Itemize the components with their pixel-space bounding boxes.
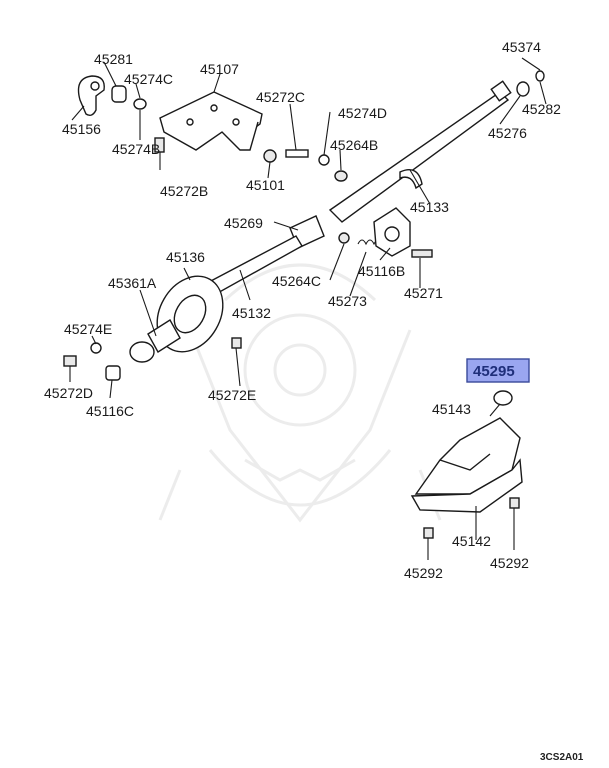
screw-45292-left [423,527,434,539]
bolt-45272c [285,149,309,158]
joint-yoke [129,341,155,363]
clamp-bore [384,226,400,242]
clip-45116c [105,365,121,381]
washer-45274d [318,154,330,166]
label-45274e[interactable]: 45274E [64,321,112,337]
label-45295[interactable]: 45295 [473,363,515,380]
label-45276[interactable]: 45276 [488,125,527,141]
label-45272b[interactable]: 45272B [160,183,208,199]
label-45143[interactable]: 45143 [432,401,471,417]
collar-45281 [111,85,127,103]
label-45142[interactable]: 45142 [452,533,491,549]
label-45156[interactable]: 45156 [62,121,101,137]
label-45281[interactable]: 45281 [94,51,133,67]
screw-45292-right [509,497,520,509]
leader-lines [69,57,547,560]
bearing-45276 [516,81,530,97]
label-45292-right[interactable]: 45292 [490,555,529,571]
label-45272c[interactable]: 45272C [256,89,305,105]
ring-45101 [263,149,277,163]
cover-edge [439,453,491,471]
label-45272e[interactable]: 45272E [208,387,256,403]
label-45274c[interactable]: 45274C [124,71,173,87]
label-45273[interactable]: 45273 [328,293,367,309]
bolt-45271 [411,249,433,258]
label-45269[interactable]: 45269 [224,215,263,231]
cover-45142 [410,458,523,513]
coupling-45361a [147,319,181,353]
label-45282[interactable]: 45282 [522,101,561,117]
label-45136[interactable]: 45136 [166,249,205,265]
plate-flange [221,121,259,151]
shaft-spline [490,80,512,102]
label-45361a[interactable]: 45361A [108,275,157,291]
bolt-45272e [231,337,242,349]
plate-hole [186,118,194,126]
label-45271[interactable]: 45271 [404,285,443,301]
plate-hole [232,118,240,126]
shaft-45133 [328,91,510,223]
washer-45274c [133,98,147,110]
diagram-code: 3CS2A01 [540,752,584,763]
label-45264b[interactable]: 45264B [330,137,378,153]
label-45101[interactable]: 45101 [246,177,285,193]
label-45116c[interactable]: 45116C [86,403,134,419]
label-45133[interactable]: 45133 [410,199,449,215]
grommet-45295 [493,390,513,406]
flange-bore [173,294,207,334]
bracket-45156 [77,75,105,117]
label-45107[interactable]: 45107 [200,61,239,77]
bracket-hole [90,81,100,91]
label-45132[interactable]: 45132 [232,305,271,321]
label-45272d[interactable]: 45272D [44,385,93,401]
nut-45264b [334,170,348,182]
watermark-emblem [158,263,442,523]
plate-hole [210,104,218,112]
ring-45282 [535,70,545,82]
label-45374[interactable]: 45374 [502,39,541,55]
label-45274b[interactable]: 45274B [112,141,160,157]
washer-45274e [90,342,102,354]
label-45116b[interactable]: 45116B [358,263,405,279]
label-45292-left[interactable]: 45292 [404,565,443,581]
highlight-box-45295 [466,358,530,383]
label-45274d[interactable]: 45274D [338,105,387,121]
label-45264c[interactable]: 45264C [272,273,321,289]
nut-45264c [338,232,350,244]
bolt-45272d [63,355,77,367]
